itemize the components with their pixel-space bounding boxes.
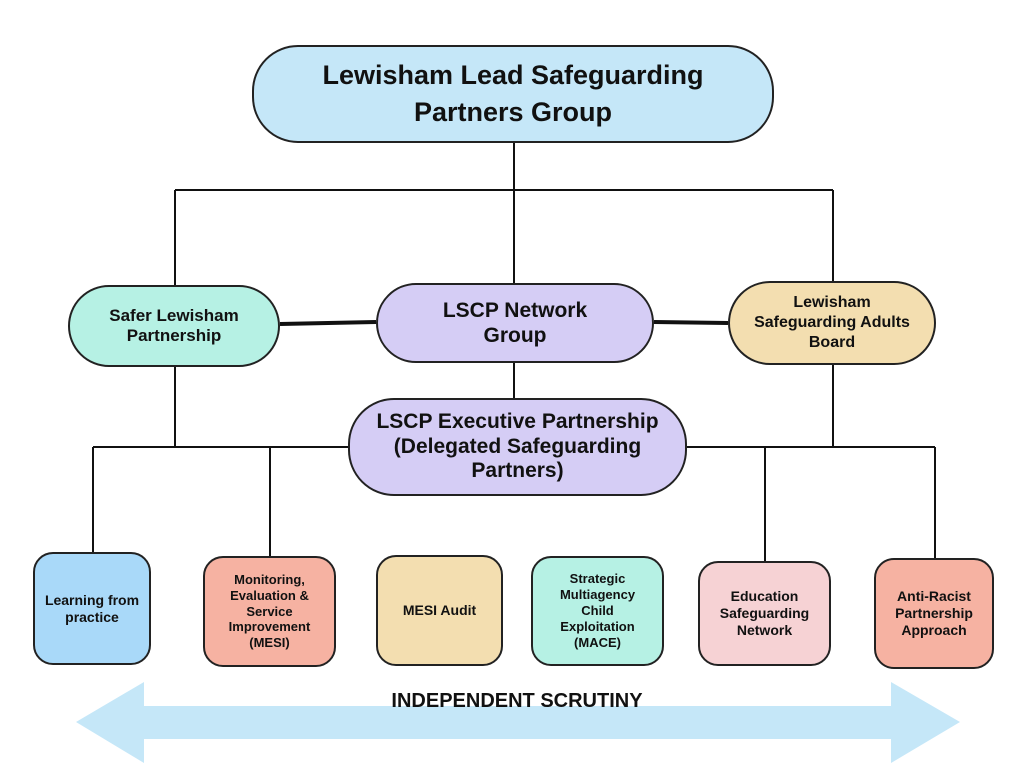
thin-connectors xyxy=(92,143,936,561)
safeguarding-adults-board-node: Lewisham Safeguarding Adults Board xyxy=(728,281,936,365)
independent-scrutiny-label: INDEPENDENT SCRUTINY xyxy=(391,690,643,712)
lead-safeguarding-partners-node: Lewisham Lead Safeguarding Partners Grou… xyxy=(252,45,774,143)
education-safeguarding-network-label: Education Safeguarding Network xyxy=(719,587,810,639)
mesi-audit-node: MESI Audit xyxy=(376,555,503,666)
lscp-executive-partnership-node: LSCP Executive Partnership (Delegated Sa… xyxy=(348,398,687,496)
mesi-node: Monitoring, Evaluation & Service Improve… xyxy=(203,556,336,667)
lead-safeguarding-partners-label: Lewisham Lead Safeguarding Partners Grou… xyxy=(322,59,704,127)
mesi-label: Monitoring, Evaluation & Service Improve… xyxy=(228,571,311,651)
mace-node: Strategic Multiagency Child Exploitation… xyxy=(531,556,664,666)
lscp-network-group-node: LSCP Network Group xyxy=(376,283,654,363)
anti-racist-partnership-label: Anti-Racist Partnership Approach xyxy=(895,587,973,639)
learning-from-practice-label: Learning from practice xyxy=(44,591,140,625)
safeguarding-adults-board-label: Lewisham Safeguarding Adults Board xyxy=(754,294,910,351)
independent-scrutiny-arrow xyxy=(76,682,960,763)
safer-lewisham-partnership-label: Safer Lewisham Partnership xyxy=(109,305,239,345)
education-safeguarding-network-node: Education Safeguarding Network xyxy=(698,561,831,666)
partner-links xyxy=(279,320,729,326)
mesi-audit-label: MESI Audit xyxy=(402,602,477,619)
anti-racist-partnership-node: Anti-Racist Partnership Approach xyxy=(874,558,994,669)
lscp-executive-partnership-label: LSCP Executive Partnership (Delegated Sa… xyxy=(376,409,659,483)
learning-from-practice-node: Learning from practice xyxy=(33,552,151,665)
lscp-network-group-label: LSCP Network Group xyxy=(442,298,588,347)
safer-lewisham-partnership-node: Safer Lewisham Partnership xyxy=(68,285,280,367)
mace-label: Strategic Multiagency Child Exploitation… xyxy=(559,571,636,650)
